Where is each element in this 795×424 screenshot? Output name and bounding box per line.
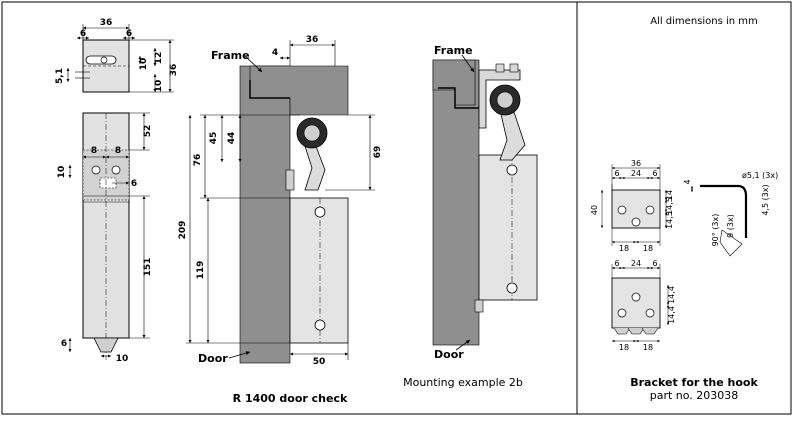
dim-top-width: 36: [100, 18, 113, 28]
dim-top-left: 6: [80, 29, 86, 39]
bracket-bottom-view: [611, 277, 661, 335]
dim-br-18b: 18: [643, 244, 653, 253]
dim-br-18a: 18: [619, 244, 629, 253]
dim-br-14a: 14: [665, 190, 674, 200]
dim-bottom-6: 6: [61, 339, 67, 349]
dim-br-18d: 18: [643, 343, 653, 352]
dim-br-90: 90° (3x): [711, 214, 720, 247]
dim-top-h12: 12: [154, 52, 164, 65]
dim-br-6a: 6: [614, 169, 619, 178]
frame-label-2: Frame: [434, 44, 473, 57]
caption-bracket-title: Bracket for the hook: [630, 376, 758, 389]
dim-hole-5-1: 5,1: [55, 68, 65, 84]
door-leader-1: [228, 351, 251, 359]
dim-mid-4: 4: [272, 48, 278, 58]
dim-br-14d: 14,4: [667, 286, 676, 304]
dimension-lines-bracket: [600, 164, 694, 343]
caption-door-check: R 1400 door check: [233, 392, 348, 405]
frame-leader-2: [461, 54, 475, 73]
dim-br-4: 4: [683, 179, 692, 184]
dim-body-52: 52: [143, 125, 153, 138]
dim-mid-36: 36: [306, 35, 319, 45]
dim-br-14c: 14,5: [665, 211, 674, 229]
door-leader-2: [455, 339, 471, 351]
dim-br-6d: 6: [652, 259, 657, 268]
all-dimensions-note: All dimensions in mm: [650, 16, 758, 27]
dim-mid-76: 76: [193, 154, 203, 167]
dim-mid-45: 45: [209, 132, 219, 145]
bracket-front-view: [611, 184, 661, 229]
dim-mid-50: 50: [313, 357, 326, 367]
dim-mid-209: 209: [178, 221, 188, 240]
dim-top-h10: 10: [154, 80, 164, 93]
caption-part-number: part no. 203038: [650, 389, 739, 402]
door-check-body-view: [82, 112, 130, 360]
frame-leader-1: [244, 55, 263, 73]
dimension-lines-body: [68, 112, 150, 358]
dim-br-24b: 24: [631, 259, 641, 268]
dim-br-6b: 6: [652, 169, 657, 178]
dim-br-hole: ø5,1 (3x): [742, 171, 778, 180]
dim-mid-119: 119: [196, 261, 206, 280]
dim-top-h36: 36: [169, 64, 179, 77]
dimension-lines-installed: [186, 40, 375, 360]
dim-br-36: 36: [631, 159, 641, 168]
dim-mid-69: 69: [373, 146, 383, 159]
dim-top-slot: 10: [139, 58, 149, 71]
dim-br-4-5: 4,5 (3x): [761, 184, 770, 215]
dim-body-8a: 8: [91, 146, 97, 156]
dim-body-8b: 8: [115, 146, 121, 156]
dim-top-right: 6: [126, 29, 132, 39]
dim-br-24: 24: [631, 169, 641, 178]
dim-br-14e: 14,4: [667, 306, 676, 324]
dim-br-14b: 14,5: [665, 197, 674, 215]
drawing-border: [1, 1, 792, 415]
frame-label-1: Frame: [211, 49, 250, 62]
door-label-2: Door: [434, 348, 464, 361]
dim-body-151: 151: [143, 258, 153, 277]
door-label-1: Door: [198, 352, 228, 365]
door-check-top-view: [75, 39, 130, 93]
dimension-lines-top: [66, 24, 174, 93]
dim-mid-44: 44: [227, 132, 237, 145]
mounting-example-view: [432, 59, 538, 346]
dim-br-40: 40: [590, 205, 599, 215]
caption-mounting: Mounting example 2b: [403, 376, 523, 389]
dim-bottom-10: 10: [116, 354, 129, 364]
dim-br-9: 9 (3x): [726, 214, 735, 238]
bracket-side-view: [700, 184, 748, 257]
door-check-installed-view: [239, 65, 349, 364]
dim-body-10: 10: [57, 166, 67, 179]
dim-br-6c: 6: [614, 259, 619, 268]
dim-body-6: 6: [131, 179, 137, 189]
dim-br-18c: 18: [619, 343, 629, 352]
